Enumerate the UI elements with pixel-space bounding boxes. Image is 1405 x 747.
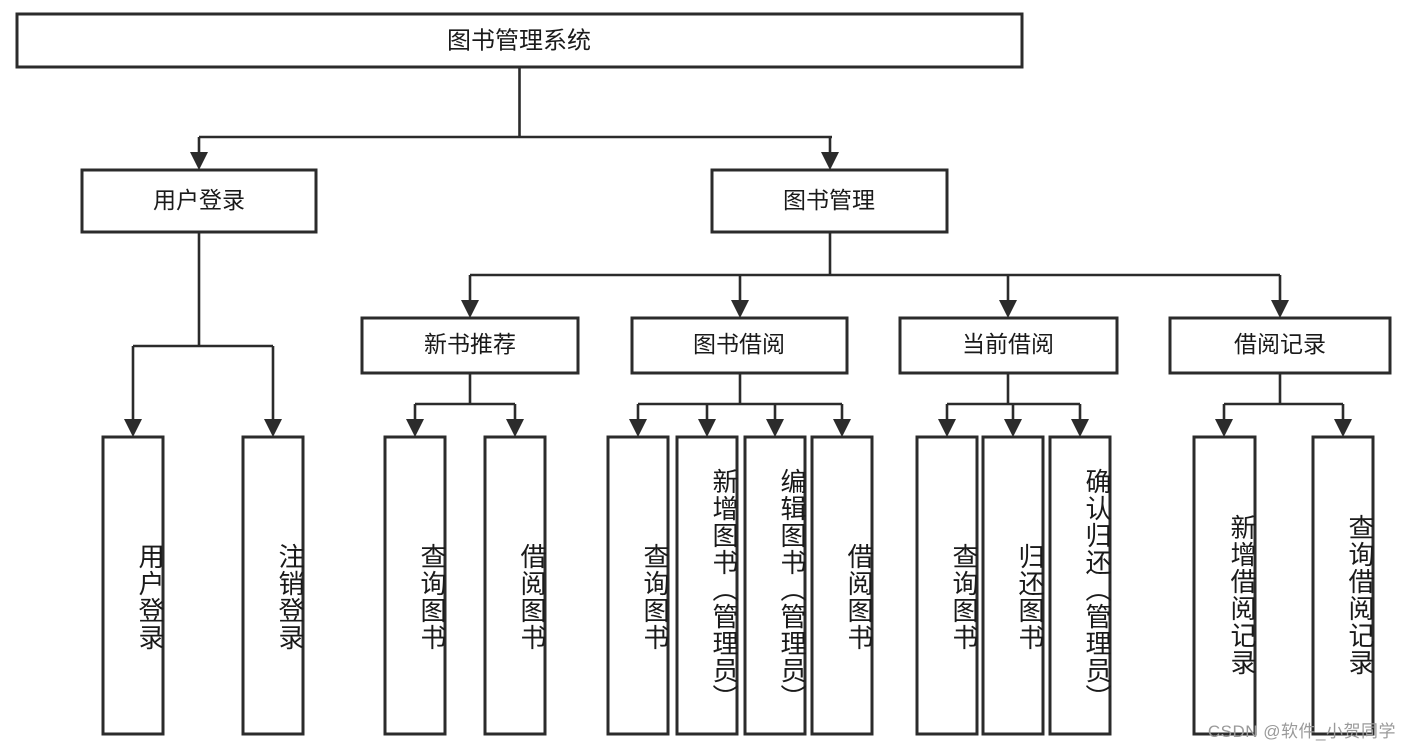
node-user-login-label: 用户登录 xyxy=(153,187,245,213)
arrow-head-user-login xyxy=(190,152,208,170)
node-root-label: 图书管理系统 xyxy=(447,27,591,54)
leaf-label-borrow-book: 借阅图书 xyxy=(844,543,874,651)
leaf-label-query-book-borrow: 查询图书 xyxy=(640,543,670,651)
leaf-box-confirm-return-admin[interactable] xyxy=(1048,435,1112,736)
leaf-label-edit-book-admin: 编辑图书（管理员） xyxy=(777,467,807,711)
node-book-borrow-box[interactable] xyxy=(630,316,849,375)
node-current-borrow-box[interactable] xyxy=(898,316,1119,375)
leaf-label-add-book-admin: 新增图书（管理员） xyxy=(709,467,739,711)
leaf-box-query-book-borrow[interactable] xyxy=(606,435,670,736)
arrow-head-leaf-user-login xyxy=(124,419,142,437)
leaf-label-query-book-recommend: 查询图书 xyxy=(417,543,447,651)
node-root-box[interactable] xyxy=(15,12,1024,69)
arrow-head-book-borrow xyxy=(731,300,749,318)
node-layer xyxy=(15,12,1392,736)
arrow-head-current-leaf-1 xyxy=(938,419,956,437)
horizontal-label-layer: 图书管理系统 用户登录 图书管理 新书推荐 图书借阅 当前借阅 借阅记录 xyxy=(153,27,1326,357)
node-new-book-recommend-box[interactable] xyxy=(360,316,580,375)
leaf-box-borrow-book[interactable] xyxy=(810,435,874,736)
node-new-book-recommend-label: 新书推荐 xyxy=(424,331,516,357)
leaf-box-add-book-admin[interactable] xyxy=(675,435,739,736)
leaf-box-query-book-current[interactable] xyxy=(915,435,979,736)
leaf-box-query-borrow-record[interactable] xyxy=(1311,435,1375,736)
arrow-head-borrow-leaf-1 xyxy=(629,419,647,437)
leaf-label-confirm-return-admin: 确认归还（管理员） xyxy=(1082,467,1112,711)
arrow-head-borrow-records xyxy=(1271,300,1289,318)
arrow-head-current-leaf-3 xyxy=(1071,419,1089,437)
leaf-box-return-book[interactable] xyxy=(981,435,1045,736)
arrow-head-book-mgmt xyxy=(821,152,839,170)
leaf-label-return-book: 归还图书 xyxy=(1015,543,1045,651)
arrow-head-current-borrow xyxy=(999,300,1017,318)
arrow-head-records-leaf-2 xyxy=(1334,419,1352,437)
leaf-box-user-login[interactable] xyxy=(101,435,165,736)
node-current-borrow-label: 当前借阅 xyxy=(962,331,1054,357)
arrow-head-borrow-leaf-3 xyxy=(766,419,784,437)
node-user-login-box[interactable] xyxy=(80,168,318,234)
leaf-box-borrow-book-recommend[interactable] xyxy=(483,435,547,736)
arrow-head-leaf-logout xyxy=(264,419,282,437)
leaf-box-query-book-recommend[interactable] xyxy=(383,435,447,736)
arrow-head-borrow-leaf-2 xyxy=(698,419,716,437)
leaf-label-borrow-book-recommend: 借阅图书 xyxy=(517,543,547,651)
leaf-box-edit-book-admin[interactable] xyxy=(743,435,807,736)
leaf-box-add-borrow-record[interactable] xyxy=(1192,435,1257,736)
arrow-head-borrow-leaf-4 xyxy=(833,419,851,437)
arrow-head-new-book-rec xyxy=(461,300,479,318)
leaf-box-logout[interactable] xyxy=(241,435,305,736)
leaf-label-add-borrow-record: 新增借阅记录 xyxy=(1227,513,1257,676)
arrow-head-records-leaf-1 xyxy=(1215,419,1233,437)
csdn-watermark: CSDN @软件_小贺同学 xyxy=(1207,722,1396,741)
arrow-head-current-leaf-2 xyxy=(1004,419,1022,437)
node-book-management-label: 图书管理 xyxy=(783,187,875,213)
arrow-head-newbook-leaf-1 xyxy=(406,419,424,437)
leaf-label-logout: 注销登录 xyxy=(275,543,305,651)
node-book-management-box[interactable] xyxy=(710,168,949,234)
leaf-label-query-book-current: 查询图书 xyxy=(949,543,979,651)
node-book-borrow-label: 图书借阅 xyxy=(693,331,785,357)
connector-layer xyxy=(124,67,1352,437)
node-borrow-records-box[interactable] xyxy=(1168,316,1392,375)
leaf-label-query-borrow-record: 查询借阅记录 xyxy=(1345,513,1375,676)
node-borrow-records-label: 借阅记录 xyxy=(1234,331,1326,357)
arrow-head-newbook-leaf-2 xyxy=(506,419,524,437)
leaf-label-user-login: 用户登录 xyxy=(135,543,165,651)
